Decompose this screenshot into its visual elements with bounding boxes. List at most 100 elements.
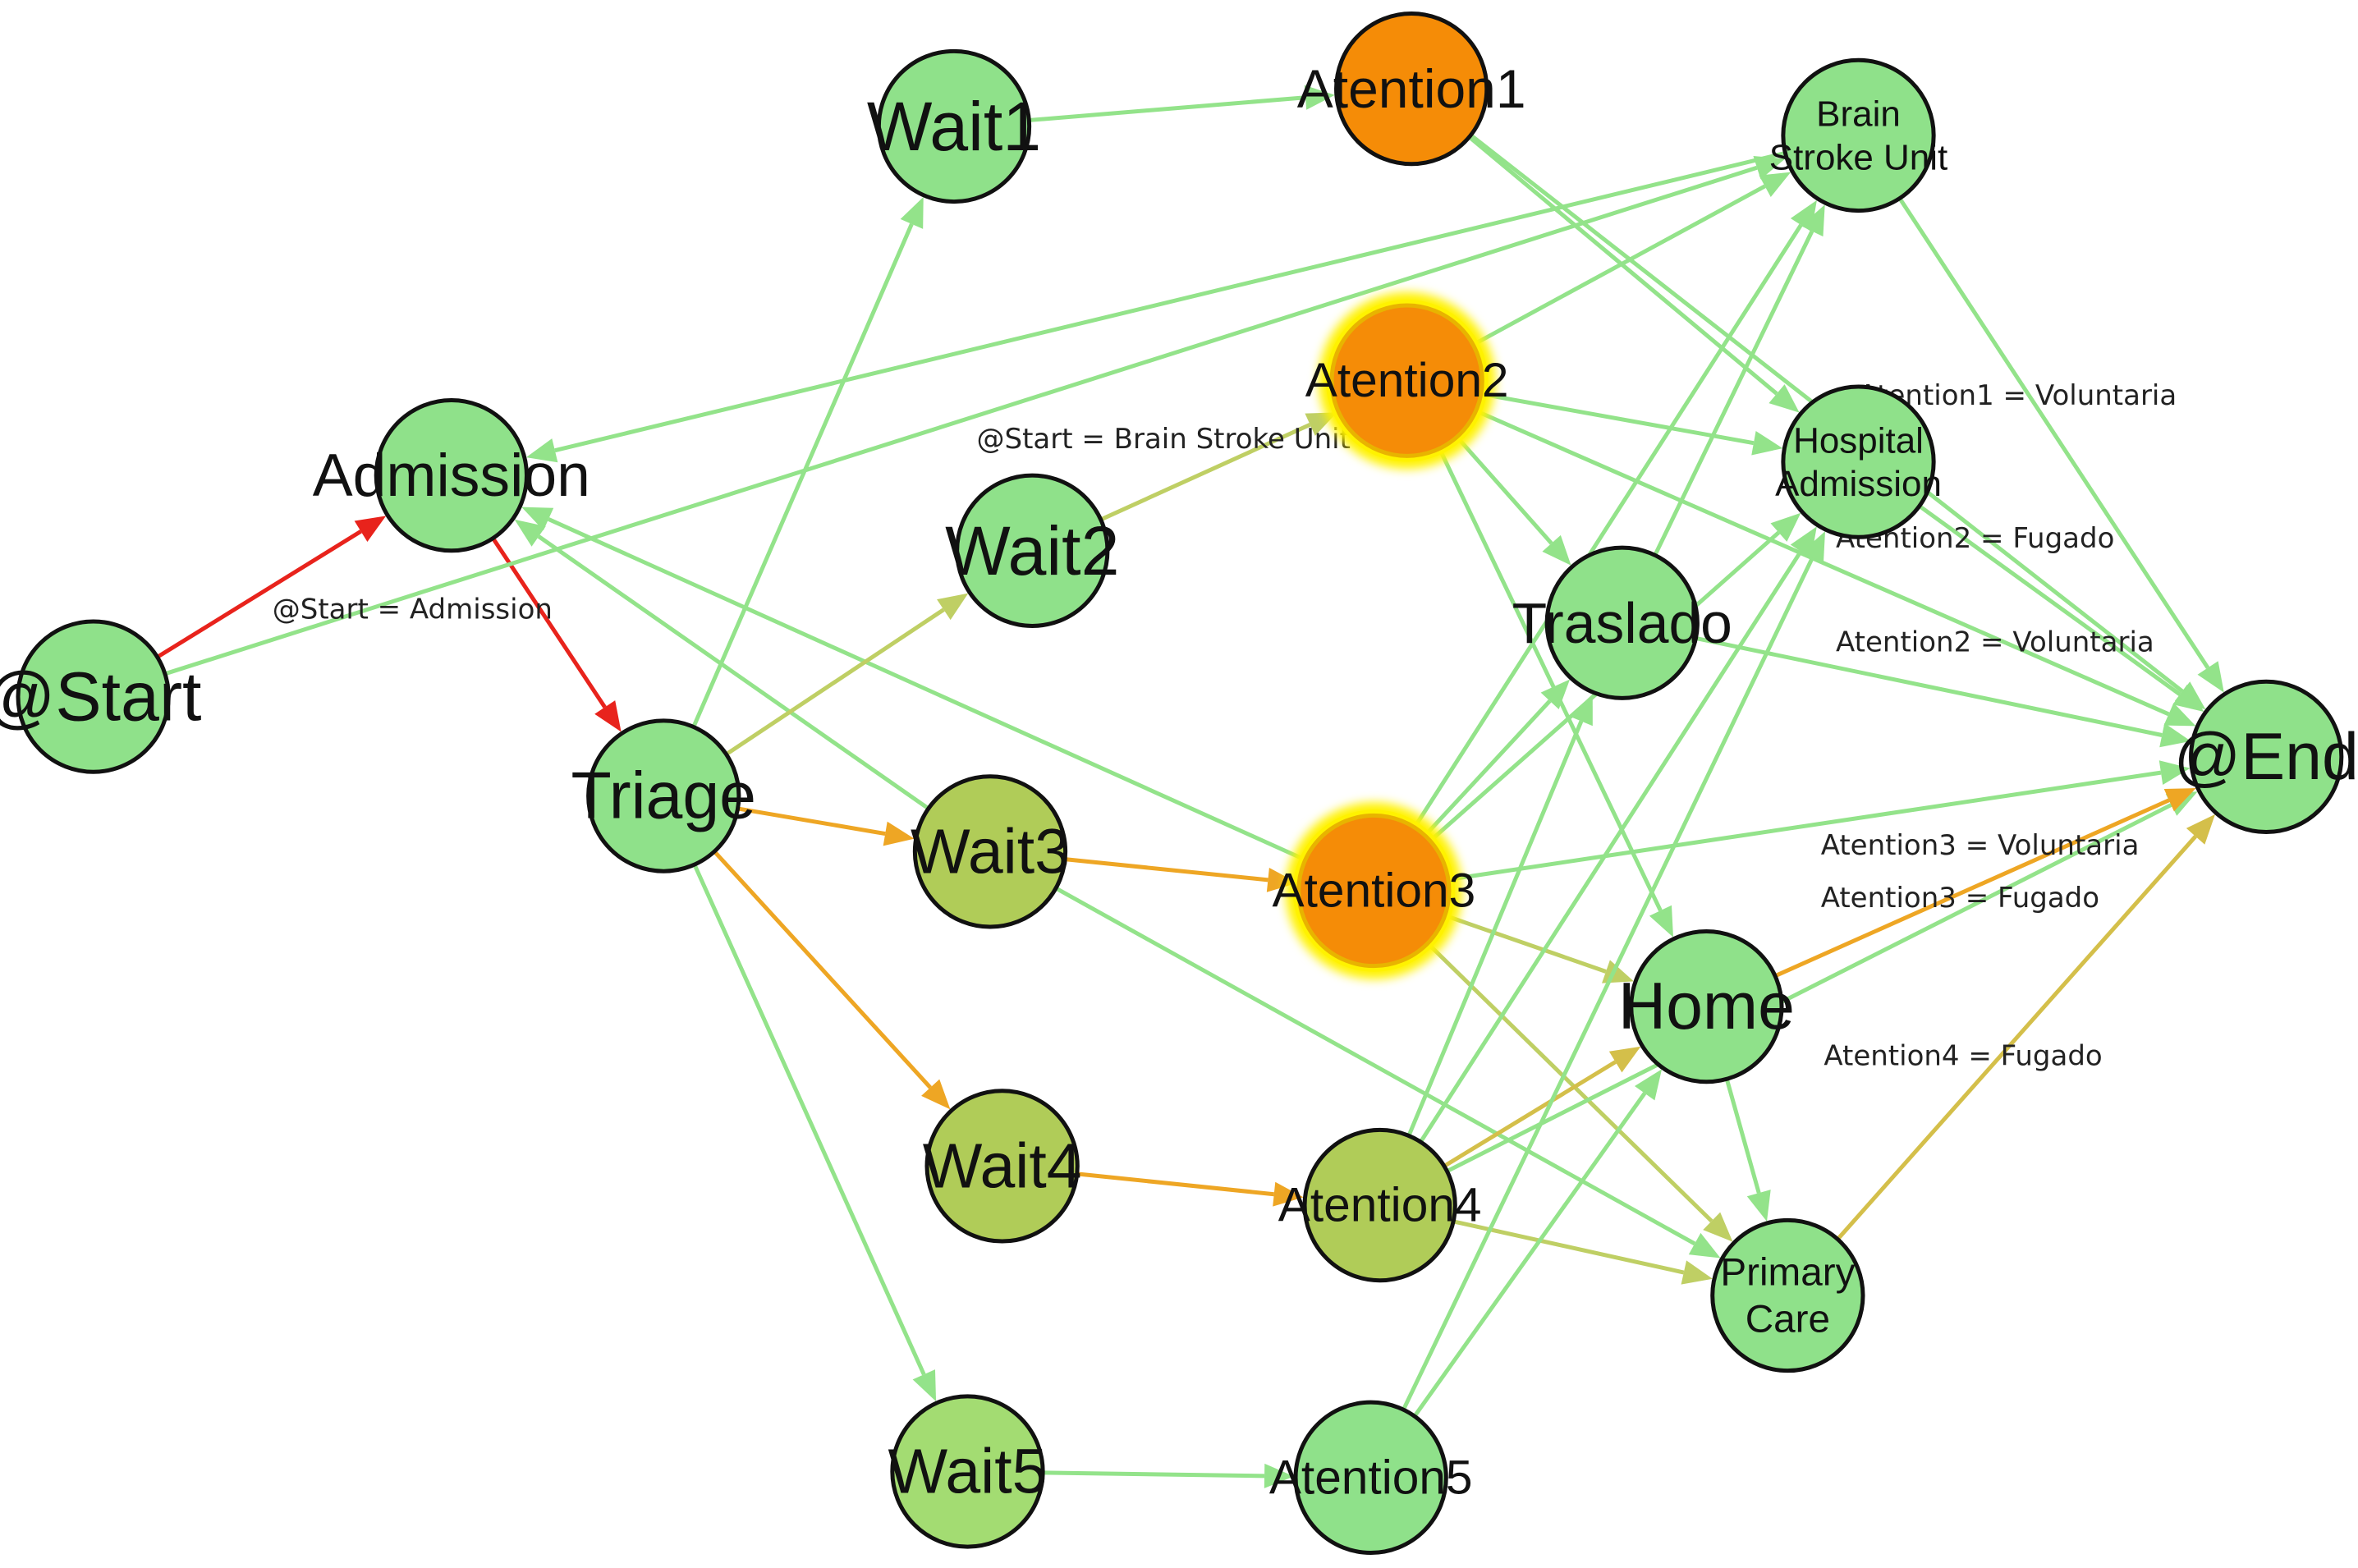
edge-atention3-to-primary[interactable] (1426, 942, 1733, 1242)
node-start[interactable]: @Start (0, 619, 201, 774)
edge-line (1444, 913, 1607, 974)
edge-atention4-to-traslado[interactable] (1406, 694, 1593, 1137)
edge-admission-to-triage[interactable] (491, 537, 622, 732)
arrowhead-icon (1273, 1181, 1304, 1207)
edge-brain-to-admission[interactable] (525, 151, 1787, 463)
node-label: Wait1 (867, 88, 1041, 165)
edge-label: Atention3 = Voluntaria (1821, 829, 2140, 862)
edge-traslado-to-brain[interactable] (1653, 204, 1825, 557)
arrowhead-icon (2159, 722, 2191, 748)
node-label-line: Stroke Unit (1769, 137, 1947, 177)
arrowhead-icon (883, 821, 915, 846)
edge-line (1443, 1060, 1617, 1168)
node-wait1[interactable]: Wait1 (867, 48, 1041, 204)
node-atention3[interactable]: Atention3 (1272, 802, 1475, 979)
edge-home-to-end[interactable] (1774, 788, 2196, 979)
node-circle (1334, 11, 1489, 167)
edge-line (1043, 1470, 1265, 1479)
edge-atention3-to-traslado[interactable] (1423, 679, 1571, 837)
arrowhead-icon (2172, 684, 2204, 713)
edge-line (1918, 504, 2181, 696)
edge-atention5-to-home[interactable] (1412, 1069, 1663, 1418)
edge-triage-to-wait5[interactable] (692, 864, 937, 1402)
edge-atention3-to-admission[interactable] (521, 507, 1306, 862)
edge-atention4-to-home[interactable] (1443, 1046, 1641, 1168)
node-wait2[interactable]: Wait2 (945, 473, 1119, 628)
edge-line (1836, 835, 2197, 1241)
edge-atention1-to-hospital[interactable] (1467, 135, 1800, 413)
edge-traslado-to-end[interactable] (1695, 635, 2191, 748)
edge-primary-to-end[interactable] (1836, 814, 2216, 1241)
edge-brain-to-end[interactable] (1897, 197, 2224, 693)
edge-label: Atention3 = Fugado (1821, 882, 2099, 915)
edge-triage-to-wait2[interactable] (725, 593, 969, 756)
arrowhead-icon (1688, 1232, 1721, 1259)
edge-start-to-brain[interactable] (164, 155, 1786, 676)
edge-line (1437, 447, 1663, 912)
edge-wait3-to-primary[interactable] (1054, 886, 1721, 1259)
node-circle (374, 398, 529, 553)
node-label: Wait4 (923, 1130, 1082, 1201)
node-wait5[interactable]: Wait5 (888, 1394, 1048, 1549)
node-triage[interactable]: Triage (571, 718, 756, 873)
edge-label: Atention2 = Voluntaria (1836, 626, 2154, 659)
node-home[interactable]: Home (1618, 929, 1795, 1084)
arrowhead-icon (1608, 1046, 1641, 1073)
edge-triage-to-wait3[interactable] (737, 806, 915, 846)
edge-atention3-to-home[interactable] (1444, 913, 1634, 983)
node-label: Admission (313, 442, 590, 509)
arrowhead-icon (1634, 1069, 1663, 1101)
edge-line (1054, 886, 1696, 1246)
edge-atention2-to-home[interactable] (1437, 447, 1673, 938)
node-atention5[interactable]: Atention5 (1269, 1400, 1473, 1555)
node-circle (1544, 545, 1700, 700)
node-wait4[interactable]: Wait4 (923, 1089, 1082, 1244)
edge-atention2-to-hospital[interactable] (1480, 392, 1783, 456)
edge-atention5-to-hospital[interactable] (1401, 531, 1825, 1411)
node-circle (1296, 813, 1452, 969)
edge-line (1455, 435, 1553, 545)
edge-label: @Start = Brain Stroke Unit (976, 423, 1350, 456)
node-atention4[interactable]: Atention4 (1278, 1127, 1482, 1283)
edge-atention3-to-end[interactable] (1447, 760, 2191, 882)
edge-line (1447, 770, 2162, 882)
edge-labels: @Start = Admission@Start = Brain Stroke … (273, 379, 2177, 1073)
edge-wait3-to-atention3[interactable] (1064, 857, 1298, 892)
edge-triage-to-wait4[interactable] (713, 850, 951, 1110)
edges (156, 85, 2224, 1488)
edge-home-to-primary[interactable] (1724, 1078, 1771, 1222)
edge-triage-to-wait1[interactable] (691, 196, 924, 728)
edge-atention2-to-brain[interactable] (1471, 172, 1791, 347)
arrowhead-icon (1746, 1190, 1771, 1222)
edge-line (1426, 942, 1713, 1223)
edge-wait4-to-atention4[interactable] (1076, 1171, 1304, 1207)
edge-atention2-to-traslado[interactable] (1455, 435, 1571, 566)
edge-wait3-to-admission[interactable] (514, 519, 930, 810)
edge-hospital-to-end[interactable] (1918, 504, 2204, 713)
node-label: Traslado (1512, 591, 1732, 655)
node-circle (1302, 1127, 1457, 1283)
node-atention1[interactable]: Atention1 (1297, 11, 1526, 167)
node-end[interactable]: @End (2174, 679, 2358, 835)
edge-atention3-to-brain[interactable] (1412, 199, 1817, 829)
edge-start-to-admission[interactable] (156, 516, 387, 659)
edge-wait1-to-atention1[interactable] (1029, 85, 1335, 122)
edge-line (1897, 197, 2210, 669)
node-atention2[interactable]: Atention2 (1305, 292, 1509, 470)
edge-wait5-to-atention5[interactable] (1043, 1463, 1295, 1488)
node-circle (1293, 1400, 1448, 1555)
arrowhead-icon (2197, 661, 2224, 693)
arrowhead-icon (521, 507, 554, 531)
node-admission[interactable]: Admission (313, 398, 590, 553)
node-circle (1781, 384, 1936, 539)
node-circle (1710, 1217, 1865, 1373)
node-wait3[interactable]: Wait3 (911, 774, 1070, 929)
arrowhead-icon (1768, 384, 1800, 413)
node-circle (955, 473, 1110, 628)
node-traslado[interactable]: Traslado (1512, 545, 1732, 700)
